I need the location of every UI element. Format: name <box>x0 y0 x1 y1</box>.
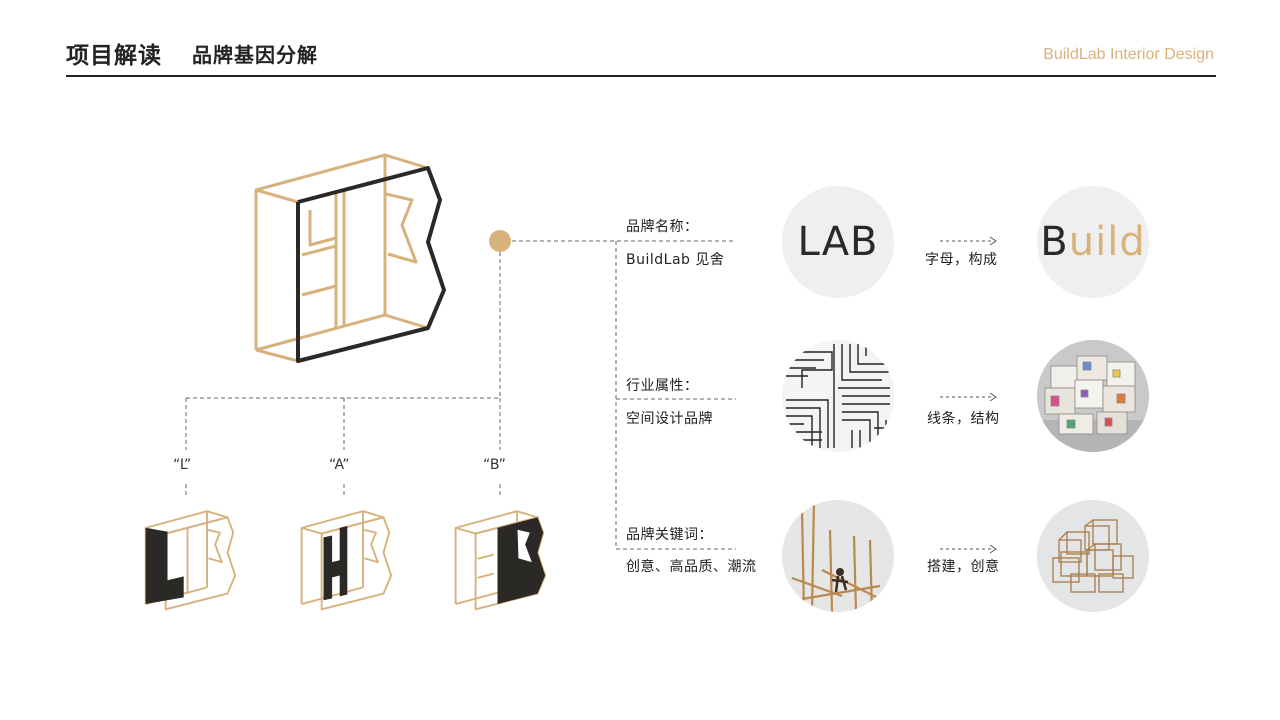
brand-name: BuildLab Interior Design <box>1043 46 1214 63</box>
main-logo-icon <box>254 153 446 363</box>
scaffold-image <box>782 500 894 612</box>
letter-a-label: “A” <box>329 457 350 473</box>
line-pattern-image <box>782 340 894 452</box>
connector-node <box>489 230 511 252</box>
transform-label-lines: 线条，结构 <box>927 411 1000 427</box>
lab-text: LAB <box>797 219 879 265</box>
row-label-industry: 行业属性： <box>626 378 699 394</box>
row-value-keywords: 创意、高品质、潮流 <box>626 559 757 575</box>
letter-l-label: “L” <box>173 457 192 473</box>
dashed-arrow-icon <box>940 236 997 246</box>
page-subtitle: 品牌基因分解 <box>192 43 318 67</box>
row-value-brand-name: BuildLab 见舍 <box>626 252 725 268</box>
dashed-arrow-icon <box>940 544 997 554</box>
build-first-letter: B <box>1040 219 1069 265</box>
build-rest-letters: uild <box>1068 219 1146 265</box>
transform-label-build: 搭建，创意 <box>927 559 1000 575</box>
page-title: 项目解读 <box>66 43 162 69</box>
transform-label-letters: 字母，构成 <box>925 252 998 268</box>
row-value-industry: 空间设计品牌 <box>626 411 713 427</box>
header-divider <box>66 75 1216 77</box>
letter-b-icon <box>454 510 547 611</box>
letter-b-label: “B” <box>483 457 506 473</box>
structure-image <box>1037 340 1149 452</box>
row-label-keywords: 品牌关键词： <box>626 527 713 543</box>
build-circle: Build <box>1037 186 1149 298</box>
row-label-brand-name: 品牌名称： <box>626 219 699 235</box>
lab-circle: LAB <box>782 186 894 298</box>
letter-l-icon <box>144 510 237 611</box>
dashed-arrow-icon <box>940 392 997 402</box>
frame-model-image <box>1037 500 1149 612</box>
letter-a-icon <box>300 510 393 611</box>
